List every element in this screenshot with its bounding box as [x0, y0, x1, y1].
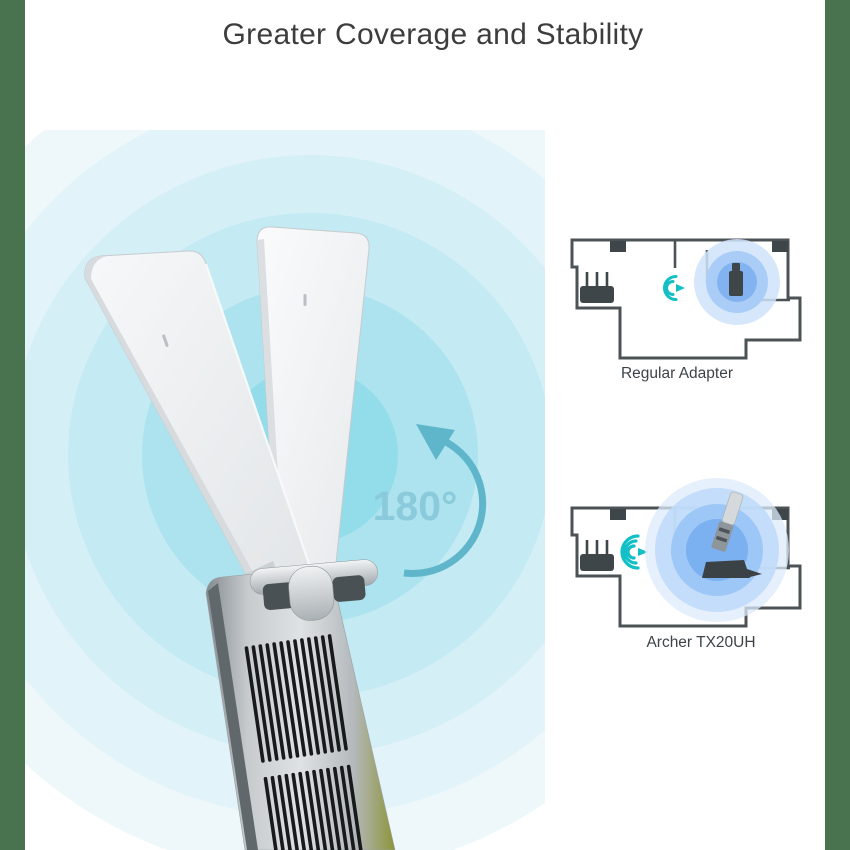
vent-grille — [244, 634, 364, 850]
archer-adapter-icon — [702, 491, 762, 578]
page-title: Greater Coverage and Stability — [222, 18, 644, 51]
body-side-edge — [208, 583, 258, 850]
rotation-angle-label: 180° — [373, 483, 458, 529]
router-icon — [580, 272, 614, 303]
usb-adapter-icon — [729, 263, 743, 296]
figure-label-archer-tx20uh: Archer TX20UH — [646, 634, 756, 651]
adapter-body — [205, 567, 396, 850]
strong-signal-glow — [645, 478, 789, 622]
antenna-paddle-tilted — [84, 250, 312, 599]
rotation-arrow-icon — [403, 424, 487, 578]
arrowhead — [416, 424, 455, 460]
paddle-marking — [162, 334, 169, 347]
router-icon — [580, 540, 614, 571]
wall-block — [610, 241, 626, 252]
wall-block — [772, 241, 788, 252]
wifi-signal-icon — [663, 275, 685, 301]
paddle-marking — [303, 294, 307, 306]
floorplan-regular-adapter — [570, 238, 802, 360]
letterbox-bar-right — [825, 0, 850, 850]
product-illustration: 180° — [25, 130, 545, 850]
floorplan-archer-tx20uh — [570, 478, 802, 628]
hinge-knuckle — [288, 565, 335, 621]
wall-block — [610, 509, 626, 520]
wifi-signal-icon-strong — [620, 534, 648, 570]
figure-label-regular-adapter: Regular Adapter — [620, 365, 734, 382]
antenna-hinge — [249, 559, 378, 621]
letterbox-bar-left — [0, 0, 25, 850]
wall-block — [772, 509, 788, 520]
